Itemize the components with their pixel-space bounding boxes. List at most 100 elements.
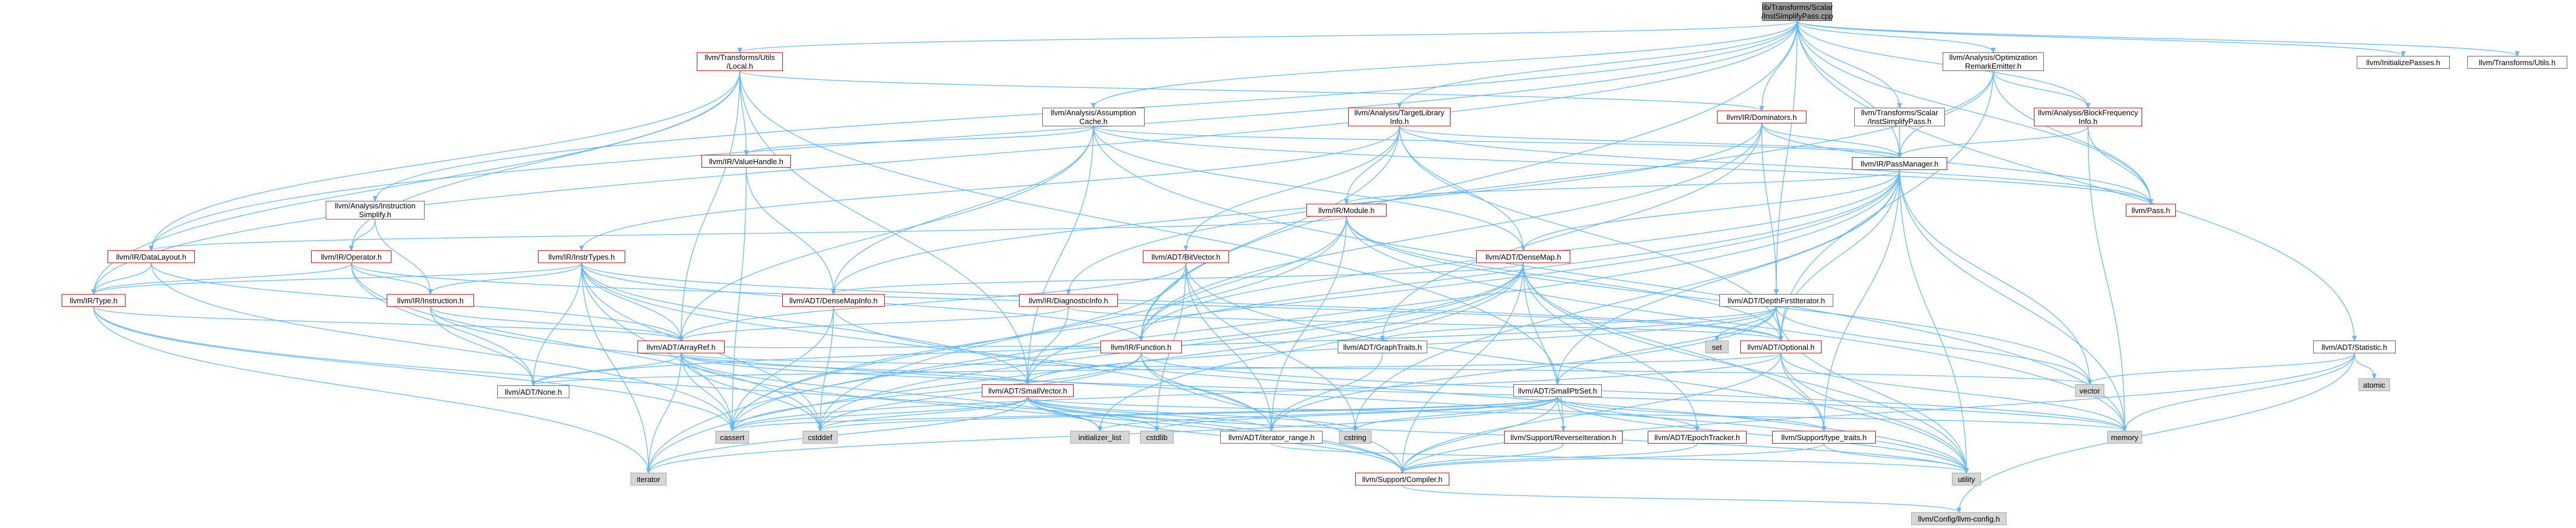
- edge-epoch-compiler: [1402, 443, 1698, 473]
- node-instruction[interactable]: llvm/IR/Instruction.h: [387, 294, 474, 307]
- edge-assumption-densemapinfo: [833, 126, 1094, 294]
- node-instsimplify[interactable]: llvm/Analysis/Instruction Simplify.h: [326, 201, 425, 219]
- node-instrtypes[interactable]: llvm/IR/InstrTypes.h: [538, 250, 625, 263]
- node-vector[interactable]: vector: [2075, 384, 2104, 397]
- edge-function-cassert: [732, 353, 1142, 431]
- edge-root-datalayout: [151, 20, 1798, 250]
- node-dominators[interactable]: llvm/IR/Dominators.h: [1717, 111, 1807, 123]
- node-cstdlib[interactable]: cstdlib: [1140, 431, 1174, 444]
- edge-local-valuehandle: [739, 70, 746, 155]
- node-iterator[interactable]: iterator: [630, 473, 667, 486]
- edge-smallptrset-reverseiter: [1557, 396, 1563, 431]
- node-instsimplifypass[interactable]: llvm/Transforms/Scalar /InstSimplifyPass…: [1854, 108, 1945, 126]
- edge-module-function: [1141, 216, 1347, 341]
- node-utils[interactable]: llvm/Transforms/Utils.h: [2467, 56, 2567, 69]
- node-graphtraits[interactable]: llvm/ADT/GraphTraits.h: [1338, 341, 1427, 353]
- edge-statistic-compiler: [1402, 353, 2355, 473]
- node-epoch[interactable]: llvm/ADT/EpochTracker.h: [1648, 431, 1747, 444]
- edge-dominators-graphtraits: [1383, 123, 1762, 341]
- edge-dfi-vector: [1776, 306, 2090, 384]
- edge-diaginfo-arrayref: [681, 306, 1069, 341]
- node-typetraits[interactable]: llvm/Support/type_traits.h: [1772, 431, 1876, 444]
- edge-diaginfo-smallvector: [1028, 306, 1069, 384]
- node-none[interactable]: llvm/ADT/None.h: [497, 385, 569, 398]
- node-initpasses[interactable]: llvm/InitializePasses.h: [2357, 56, 2450, 69]
- node-smallvector[interactable]: llvm/ADT/SmallVector.h: [982, 384, 1074, 397]
- edge-assumption-arrayref: [681, 126, 1094, 341]
- node-densemap[interactable]: llvm/ADT/DenseMap.h: [1476, 250, 1570, 263]
- edge-dfi-set: [1717, 306, 1777, 341]
- edge-tli-bitvector: [1186, 126, 1400, 250]
- edge-operator-cstddef: [351, 263, 820, 431]
- edge-bfi-passmanager: [1900, 126, 2089, 157]
- edge-arrayref-cstddef: [680, 353, 820, 431]
- node-datalayout[interactable]: llvm/IR/DataLayout.h: [108, 250, 195, 263]
- node-root[interactable]: lib/Transforms/Scalar /InstSimplifyPass.…: [1761, 2, 1833, 21]
- node-diaginfo[interactable]: llvm/IR/DiagnosticInfo.h: [1019, 294, 1118, 307]
- node-function[interactable]: llvm/IR/Function.h: [1100, 341, 1182, 353]
- node-utility[interactable]: utility: [1952, 473, 1981, 486]
- edge-diaginfo-optional: [1068, 306, 1781, 341]
- edge-statistic-vector: [2090, 353, 2355, 384]
- edge-local-datalayout: [151, 70, 740, 250]
- node-set[interactable]: set: [1705, 341, 1729, 353]
- edge-root-type: [94, 20, 1798, 294]
- node-initlist[interactable]: initializer_list: [1070, 431, 1130, 444]
- edge-smallvector-cstdlib: [1027, 396, 1157, 431]
- node-module[interactable]: llvm/IR/Module.h: [1306, 204, 1387, 217]
- edge-statistic-atomic: [2354, 353, 2374, 378]
- edge-statistic-config: [1959, 353, 2355, 512]
- node-passmanager[interactable]: llvm/IR/PassManager.h: [1852, 157, 1947, 170]
- node-type[interactable]: llvm/IR/Type.h: [62, 294, 126, 307]
- edge-root-utils: [1797, 20, 2517, 56]
- node-arrayref[interactable]: llvm/ADT/ArrayRef.h: [637, 341, 725, 353]
- node-smallptrset[interactable]: llvm/ADT/SmallPtrSet.h: [1513, 384, 1602, 397]
- node-bfi[interactable]: llvm/Analysis/BlockFrequency Info.h: [2034, 108, 2142, 126]
- node-tli[interactable]: llvm/Analysis/TargetLibrary Info.h: [1348, 108, 1451, 126]
- edge-smallptrset-cstddef: [820, 396, 1558, 431]
- edge-densemapinfo-utility: [833, 306, 1966, 473]
- node-config[interactable]: llvm/Config/llvm-config.h: [1911, 512, 2007, 525]
- node-valuehandle[interactable]: llvm/IR/ValueHandle.h: [701, 155, 791, 168]
- edge-datalayout-type: [94, 263, 152, 294]
- edge-module-datalayout: [151, 216, 1347, 250]
- edge-type-iterator: [93, 306, 649, 473]
- edge-passmanager-typetraits: [1824, 169, 1900, 431]
- node-assumption[interactable]: llvm/Analysis/Assumption Cache.h: [1042, 108, 1145, 126]
- node-cassert[interactable]: cassert: [715, 431, 749, 444]
- node-cstring[interactable]: cstring: [1339, 431, 1371, 444]
- node-atomic[interactable]: atomic: [2358, 378, 2390, 391]
- edge-optional-compiler: [1402, 353, 1782, 473]
- edge-arrayref-smallvector: [680, 353, 1028, 384]
- node-optional[interactable]: llvm/ADT/Optional.h: [1740, 341, 1822, 353]
- edge-dominators-dfi: [1761, 123, 1776, 294]
- node-iterrange[interactable]: llvm/ADT/iterator_range.h: [1220, 431, 1323, 444]
- node-cstddef[interactable]: cstddef: [803, 431, 838, 444]
- node-bitvector[interactable]: llvm/ADT/BitVector.h: [1143, 250, 1229, 263]
- edge-passmanager-memory: [1899, 169, 2125, 431]
- edge-module-vector: [1346, 216, 2090, 384]
- edge-type-arrayref: [93, 306, 681, 341]
- node-memory[interactable]: memory: [2107, 431, 2142, 444]
- edge-optional-memory: [1780, 353, 2125, 431]
- node-dfi[interactable]: llvm/ADT/DepthFirstIterator.h: [1719, 294, 1833, 307]
- edge-tli-instrtypes: [582, 126, 1400, 250]
- edge-root-dfi: [1776, 20, 1798, 294]
- edge-densemap-densemapinfo: [833, 263, 1524, 294]
- node-reverseiter[interactable]: llvm/Support/ReverseIteration.h: [1504, 431, 1623, 444]
- node-ore[interactable]: llvm/Analysis/Optimization RemarkEmitter…: [1943, 52, 2044, 71]
- node-densemapinfo[interactable]: llvm/ADT/DenseMapInfo.h: [782, 294, 885, 307]
- edge-tli-function: [1141, 126, 1400, 341]
- edge-passmanager-optional: [1781, 169, 1900, 341]
- node-pass[interactable]: llvm/Pass.h: [2126, 204, 2176, 217]
- edge-type-compiler: [93, 306, 1402, 473]
- edge-smallvector-initlist: [1027, 396, 1100, 431]
- edge-reverseiter-compiler: [1402, 443, 1564, 473]
- node-compiler[interactable]: llvm/Support/Compiler.h: [1355, 473, 1449, 486]
- edge-smallptrset-compiler: [1402, 396, 1558, 473]
- node-local[interactable]: llvm/Transforms/Utils /Local.h: [697, 52, 783, 71]
- edge-dominators-densemapinfo: [833, 123, 1762, 294]
- node-operator[interactable]: llvm/IR/Operator.h: [311, 250, 391, 263]
- node-statistic[interactable]: llvm/ADT/Statistic.h: [2313, 341, 2396, 353]
